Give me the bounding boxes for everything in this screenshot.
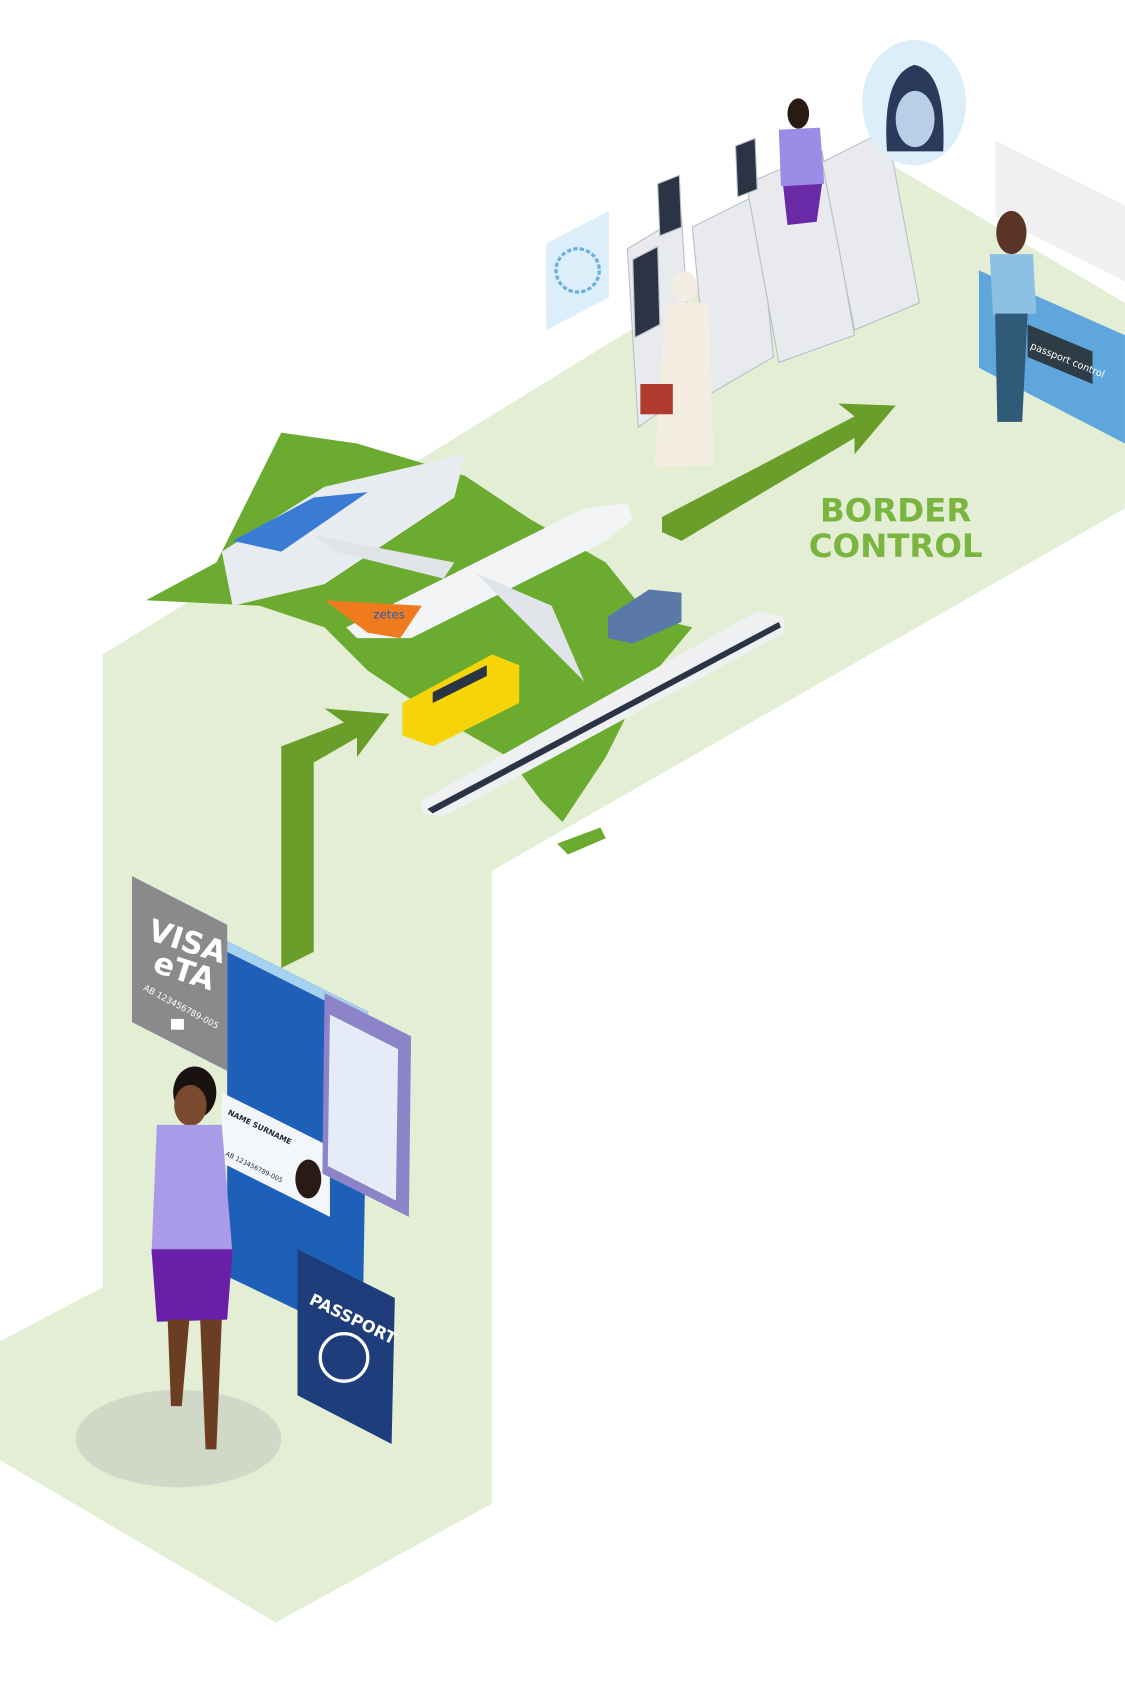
globe-icon xyxy=(318,1332,370,1383)
car xyxy=(607,589,682,644)
bus xyxy=(402,654,520,747)
arrow-border xyxy=(662,403,896,541)
airplane: zetes xyxy=(313,502,633,682)
passport: PASSPORT xyxy=(297,1249,399,1444)
arrow-up xyxy=(281,708,390,969)
border-label-line2: CONTROL xyxy=(809,527,983,565)
train xyxy=(421,611,785,817)
border-label-line1: BORDER xyxy=(820,491,971,529)
smartphone xyxy=(322,992,412,1217)
traveler-counter xyxy=(989,210,1037,422)
face-scan-panel xyxy=(862,40,966,166)
chip-icon xyxy=(170,1018,184,1030)
fingerprint-icon xyxy=(554,247,601,294)
fingerprint-panel xyxy=(546,210,610,330)
traveler-gate xyxy=(778,98,825,225)
traveler-robe xyxy=(640,271,714,468)
airline-brand: zetes xyxy=(373,608,405,622)
visa-card: VISA eTA AB 123456789-005 xyxy=(132,876,231,1071)
traveler-woman xyxy=(75,1066,282,1488)
cruise-ship xyxy=(221,454,466,606)
